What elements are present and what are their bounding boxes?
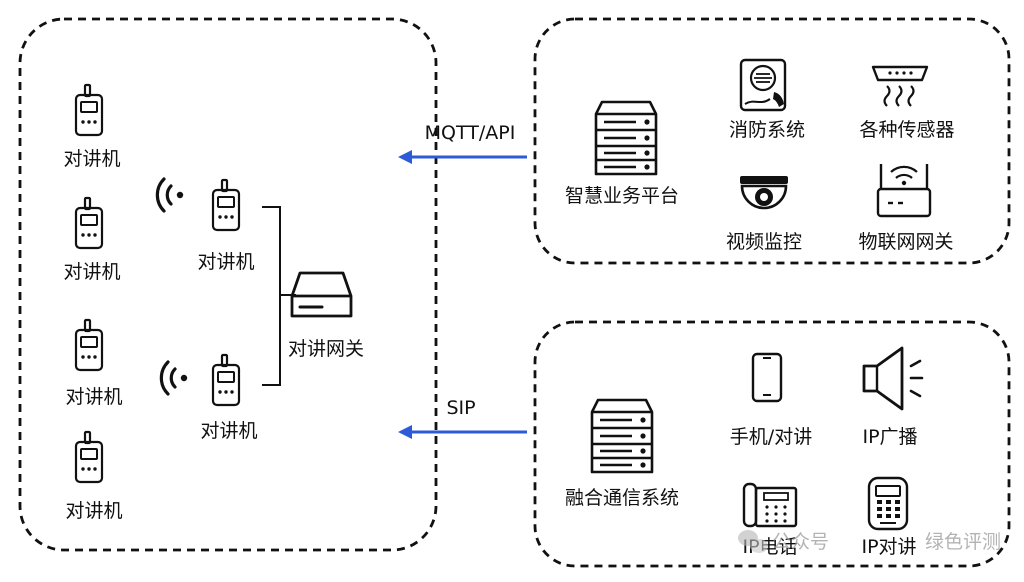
sensor-label: 各种传感器	[859, 119, 954, 141]
comm-region	[533, 320, 1011, 568]
sensor-icon	[871, 65, 929, 107]
walkie-talkie-icon	[74, 318, 104, 372]
fire-system-icon	[739, 58, 787, 112]
camera-label: 视频监控	[726, 231, 802, 253]
mqtt-arrow	[398, 150, 527, 164]
comm-label: 融合通信系统	[565, 487, 679, 509]
phone-label: 手机/对讲	[730, 426, 812, 448]
wechat-icon	[738, 530, 768, 553]
sip-label: SIP	[446, 397, 475, 419]
walkie-talkie-icon	[74, 430, 104, 484]
left-region	[18, 17, 438, 552]
desk-phone-icon	[742, 482, 798, 528]
walkie-label-3: 对讲机	[65, 386, 122, 408]
walkie-talkie-icon	[211, 353, 241, 407]
mobile-phone-icon	[751, 352, 783, 403]
intercom-label: IP对讲	[861, 536, 916, 558]
intercom-icon	[867, 476, 909, 531]
gateway-label: 对讲网关	[288, 338, 364, 360]
walkie-label-4: 对讲机	[65, 500, 122, 522]
speaker-icon	[862, 346, 924, 411]
wifi-signal-icon	[155, 177, 185, 213]
platform-label: 智慧业务平台	[565, 185, 679, 207]
walkie-talkie-icon	[74, 83, 104, 137]
walkie-talkie-icon	[211, 178, 241, 232]
broadcast-label: IP广播	[862, 426, 917, 448]
router-icon	[876, 164, 932, 218]
mqtt-label: MQTT/API	[425, 122, 516, 144]
sip-arrow	[398, 425, 527, 439]
server-icon	[590, 398, 654, 474]
wifi-signal-icon	[159, 360, 189, 396]
walkie-label-6: 对讲机	[200, 420, 257, 442]
walkie-label-2: 对讲机	[63, 261, 120, 283]
walkie-talkie-icon	[74, 196, 104, 250]
gateway-icon	[290, 271, 353, 318]
walkie-label-1: 对讲机	[63, 148, 120, 170]
walkie-label-5: 对讲机	[197, 251, 254, 273]
server-icon	[594, 100, 658, 176]
watermark-account: 公众号	[772, 531, 829, 553]
platform-region	[533, 17, 1011, 265]
fire-label: 消防系统	[729, 119, 805, 141]
camera-icon	[740, 176, 788, 210]
iot-label: 物联网网关	[858, 231, 953, 253]
watermark-name: 绿色评测	[925, 531, 1001, 553]
